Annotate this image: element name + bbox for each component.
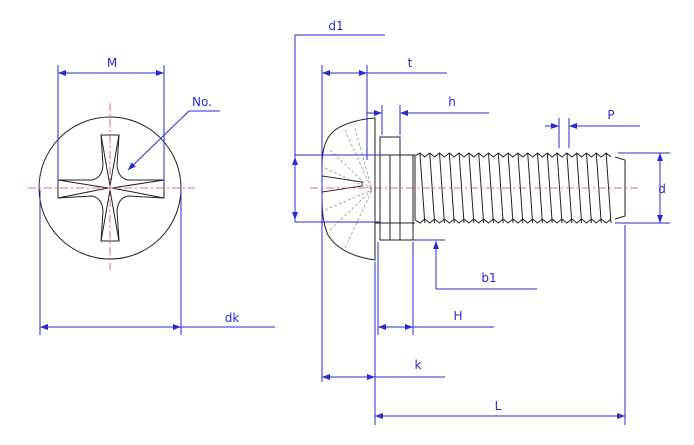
dim-P: P [545, 108, 640, 148]
dim-b1: b1 [413, 239, 537, 290]
label-dk: dk [225, 311, 240, 325]
label-b1: b1 [481, 271, 496, 285]
pan-head [321, 117, 376, 261]
label-h: h [448, 95, 456, 109]
dim-t: t [321, 56, 447, 382]
spring-washer [389, 154, 414, 241]
dim-d: d [615, 152, 670, 224]
label-no: No. [192, 95, 212, 109]
dim-h: h [366, 95, 489, 135]
label-M: M [107, 56, 117, 70]
head-top-view [28, 103, 195, 270]
dim-dk: dk [39, 190, 275, 335]
screw-side-view [310, 117, 640, 261]
label-d: d [658, 182, 666, 196]
dim-k: k [322, 262, 445, 425]
label-k: k [415, 358, 422, 372]
label-t: t [408, 56, 413, 70]
dim-M: M [57, 56, 165, 182]
label-H: H [453, 309, 462, 323]
dim-d1: d1 [292, 19, 385, 223]
dim-no: No. [127, 95, 220, 171]
label-P: P [607, 108, 614, 122]
label-d1: d1 [328, 19, 343, 33]
dim-H: H [377, 242, 494, 335]
dim-L: L [375, 225, 626, 425]
label-L: L [495, 399, 502, 413]
